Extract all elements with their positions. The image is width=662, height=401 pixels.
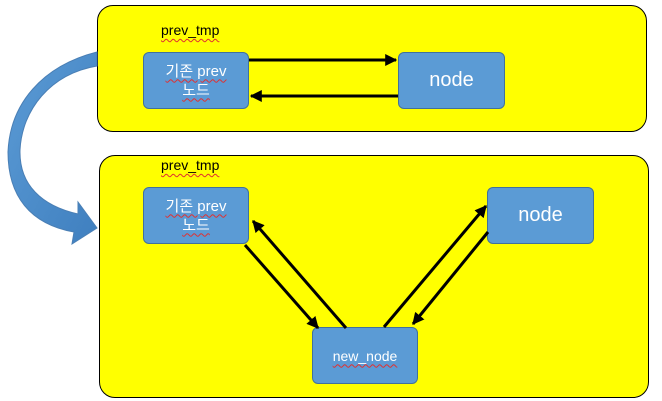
top-node-label: node [429,69,474,91]
top-existing-prev-node-box: 기존 prev 노드 [143,52,249,109]
bottom-node-label: node [518,204,563,226]
arrow-node-to-new-node [411,231,490,325]
top-prev-node-line2: 노드 [182,81,210,99]
arrow-prev-to-new-node [243,244,320,329]
bottom-prev-node-line1: 기존 prev [165,197,227,215]
arrow-new-node-to-prev [251,220,348,329]
arrow-new-node-to-node [382,205,488,328]
bottom-prev-node-line2: 노드 [182,216,210,234]
bottom-existing-prev-node-box: 기존 prev 노드 [143,187,249,244]
top-node-box: node [398,52,505,109]
new-node-label: new_node [332,347,398,364]
bottom-prev-tmp-label: prev_tmp [161,157,220,173]
top-prev-tmp-label: prev_tmp [161,22,220,38]
new-node-box: new_node [312,327,418,384]
bottom-node-box: node [487,187,594,244]
curved-transition-arrow [7,51,98,246]
top-prev-node-line1: 기존 prev [165,62,227,80]
